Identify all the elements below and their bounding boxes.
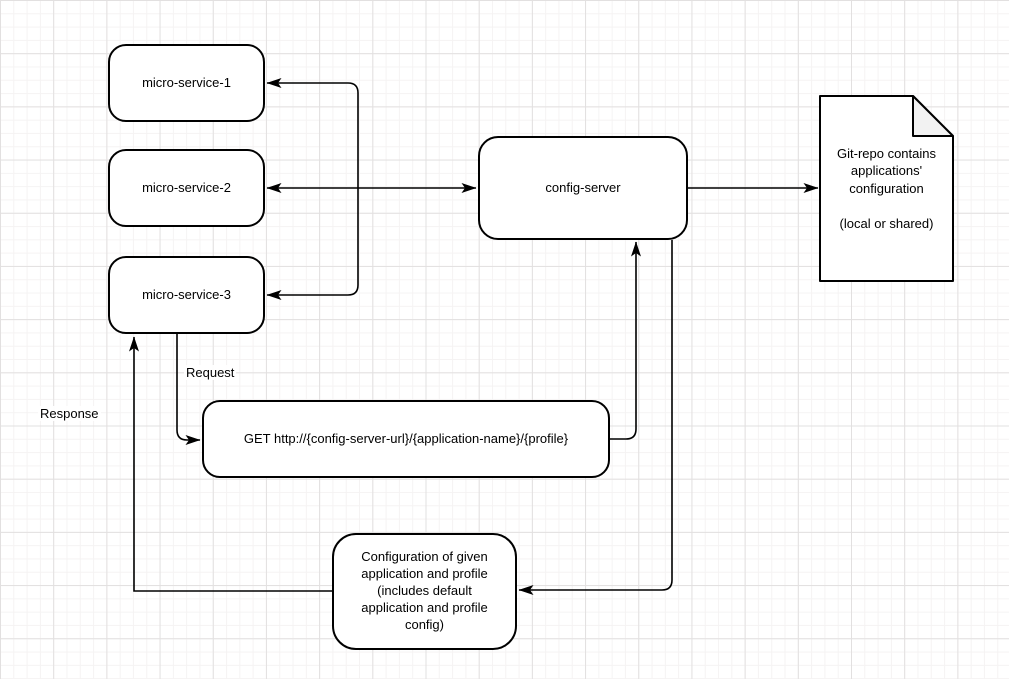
- node-micro-service-1: micro-service-1: [108, 44, 265, 122]
- edge-response: [129, 336, 332, 592]
- node-micro-service-3-label: micro-service-3: [142, 286, 231, 302]
- node-config-server-label: config-server: [545, 179, 621, 195]
- node-get-request-label: GET http://{config-server-url}/{applicat…: [243, 430, 569, 446]
- edge-branch-to-ms1: [266, 78, 359, 188]
- edge-branch-to-ms3: [266, 188, 359, 300]
- edge-request: [176, 334, 201, 445]
- edge-config-server-to-result: [518, 240, 673, 595]
- edge-label-response: Response: [38, 406, 101, 421]
- node-micro-service-2-label: micro-service-2: [142, 179, 231, 195]
- node-micro-service-3: micro-service-3: [108, 256, 265, 334]
- node-config-result: Configuration of given application and p…: [332, 533, 517, 650]
- git-repo-document-shape: [819, 95, 954, 282]
- node-config-server: config-server: [478, 136, 688, 240]
- git-repo-folded-corner: [912, 95, 954, 137]
- node-config-result-label: Configuration of given application and p…: [361, 549, 488, 632]
- node-micro-service-2: micro-service-2: [108, 149, 265, 227]
- node-get-request: GET http://{config-server-url}/{applicat…: [202, 400, 610, 478]
- edge-label-request: Request: [184, 365, 237, 380]
- node-git-repo-label: Git-repo contains applications' configur…: [837, 145, 936, 231]
- edge-get-to-config-server: [610, 241, 641, 440]
- node-git-repo: Git-repo contains applications' configur…: [822, 98, 951, 279]
- node-micro-service-1-label: micro-service-1: [142, 74, 231, 90]
